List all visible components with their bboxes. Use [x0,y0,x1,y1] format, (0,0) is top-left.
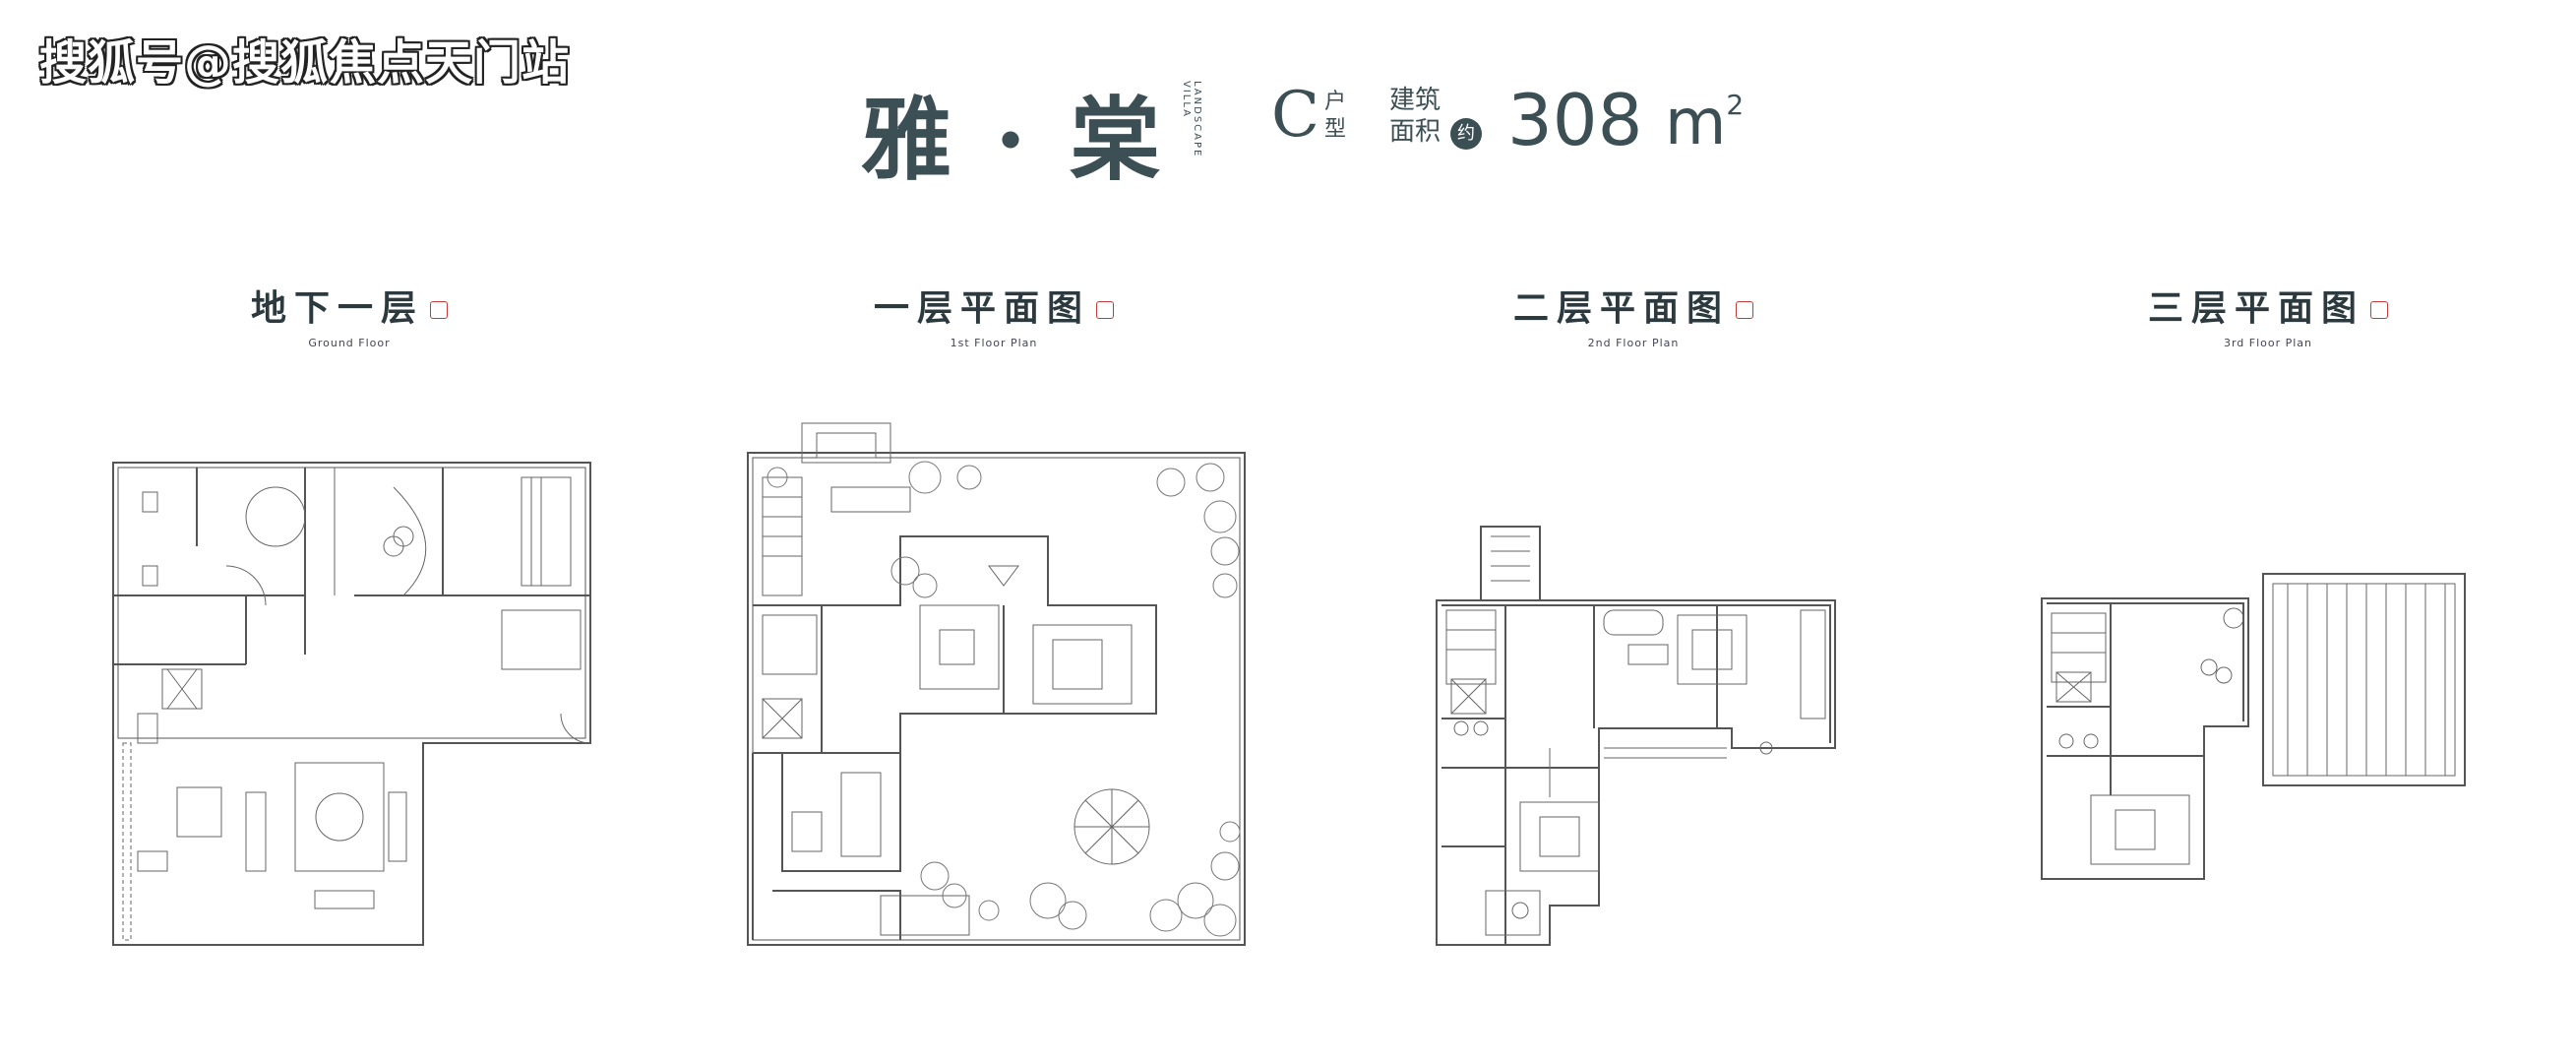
watermark: 搜狐号@搜狐焦点天门站 [39,35,571,91]
area-label: 建筑面积 [1389,86,1441,147]
floor-title-second: 二层平面图 2nd Floor Plan [1437,280,1830,349]
first-floor-plan [743,418,1255,950]
brand-subtitle: LANDSCAPE VILLA [1181,81,1202,158]
floor-title-first: 一层平面图 1st Floor Plan [797,280,1191,349]
unit-type-label: 户型 [1324,90,1347,142]
approx-badge: 约 [1450,118,1482,150]
area-unit: m2 [1665,87,1745,159]
seal-icon [2370,300,2388,319]
brand-title: 雅 · 棠 [861,87,1167,193]
seal-icon [1096,300,1114,319]
unit-type-letter: C [1271,79,1319,152]
floor-title-third: 二层平面图三层平面图 3rd Floor Plan [2071,280,2465,349]
area-value: 308 [1507,79,1643,161]
second-floor-plan [1432,522,1845,950]
seal-icon [430,300,448,319]
third-floor-plan [2037,569,2470,884]
seal-icon [1736,300,1753,319]
basement-floor-plan [108,458,600,950]
floor-title-basement: 地下一层 Ground Floor [153,280,546,349]
header: 雅 · 棠 LANDSCAPE VILLA C 户型 建筑面积 约 308 m2 [0,59,2576,193]
